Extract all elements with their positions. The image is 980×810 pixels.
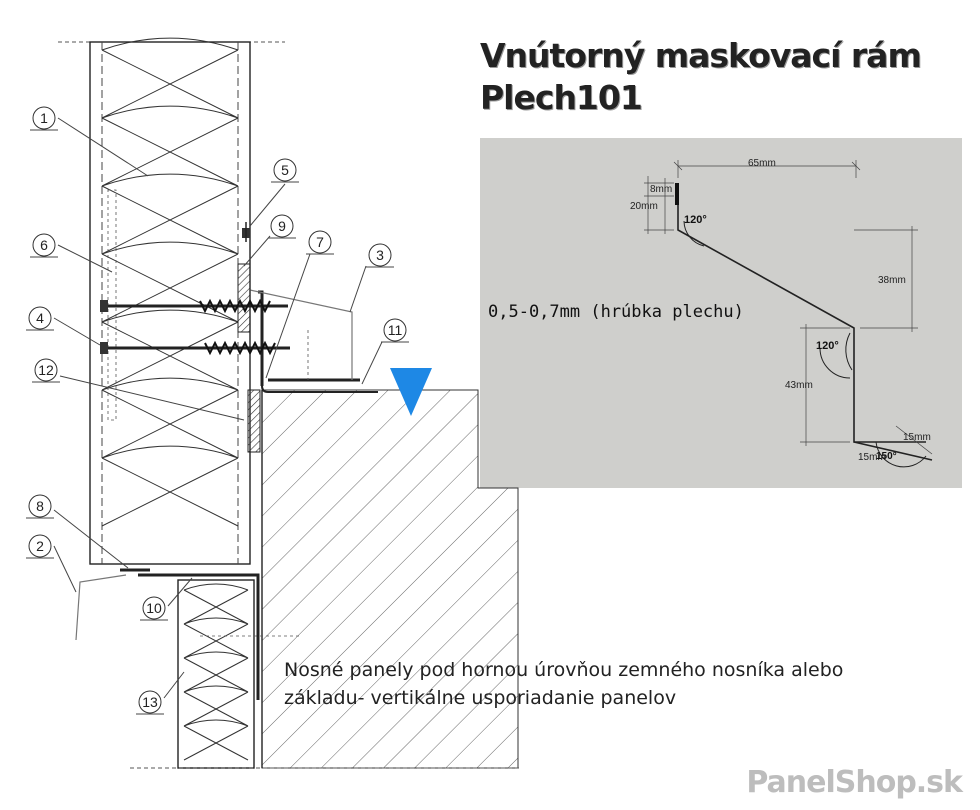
callout-circle-7	[308, 230, 332, 254]
callout-leader-1	[57, 117, 149, 177]
callout-leader-10	[167, 577, 193, 607]
dimension-8: 8mm	[650, 184, 673, 195]
caption: Nosné panely pod hornou úrovňou zemného …	[284, 656, 964, 712]
callout-label-11: 11	[388, 322, 403, 338]
callout-label-9: 9	[278, 218, 286, 234]
callout-label-6: 6	[40, 237, 48, 253]
page-title: Vnútorný maskovací rám	[480, 36, 922, 75]
gaskets	[237, 263, 261, 453]
callout-label-2: 2	[36, 538, 44, 554]
callout-leader-7	[265, 253, 311, 379]
placement-arrow-icon	[390, 368, 432, 416]
profile-detail-panel	[480, 138, 962, 488]
callout-circle-2	[28, 534, 52, 558]
callout-leader-13	[163, 671, 185, 699]
callout-leader-3	[349, 265, 367, 313]
callout-circle-11	[383, 318, 407, 342]
callout-circle-9	[270, 214, 294, 238]
angle-bottom: 150°	[876, 451, 897, 462]
callout-label-1: 1	[40, 110, 48, 126]
callout-circle-3	[368, 243, 392, 267]
callout-leader-8	[53, 509, 129, 569]
brand-logo: PanelShop.sk	[746, 765, 963, 800]
dimension-43: 43mm	[785, 380, 813, 391]
screws	[100, 222, 290, 356]
callout-circle-8	[28, 494, 52, 518]
callout-leader-9	[243, 235, 271, 267]
callout-circle-6	[32, 233, 56, 257]
callout-leader-2	[53, 545, 77, 593]
page-subtitle: Plech101	[480, 78, 643, 117]
flashings	[75, 289, 378, 700]
angle-middle: 120°	[816, 340, 839, 352]
callout-leaders	[53, 117, 383, 699]
callout-label-10: 10	[146, 600, 162, 616]
dimension-65: 65mm	[748, 158, 776, 169]
callout-label-5: 5	[281, 162, 289, 178]
callout-leader-11	[361, 341, 383, 385]
profile-drawing	[644, 160, 933, 468]
callout-leader-6	[57, 244, 113, 273]
concrete-foundation	[261, 389, 519, 769]
callout-leader-12	[59, 375, 245, 421]
callout-label-7: 7	[316, 234, 324, 250]
dimension-20: 20mm	[630, 201, 658, 212]
caption-line-2: základu- vertikálne usporiadanie panelov	[284, 687, 677, 709]
caption-line-1: Nosné panely pod hornou úrovňou zemného …	[284, 659, 844, 681]
callout-leader-5	[249, 183, 286, 227]
callout-label-4: 4	[36, 310, 44, 326]
callout-circle-1	[32, 106, 56, 130]
dimension-15-bottom: 15mm	[858, 452, 886, 463]
callout-label-12: 12	[38, 362, 54, 378]
callout-label-8: 8	[36, 498, 44, 514]
callout-circle-12	[34, 358, 58, 382]
dimension-38: 38mm	[878, 275, 906, 286]
thickness-note: 0,5-0,7mm (hrúbka plechu)	[488, 302, 744, 322]
angle-top: 120°	[684, 214, 707, 226]
dimension-15-right: 15mm	[903, 432, 931, 443]
callout-label-3: 3	[376, 247, 384, 263]
callout-leader-4	[53, 317, 101, 346]
callout-circle-4	[28, 306, 52, 330]
callout-circle-10	[142, 596, 166, 620]
callout-label-13: 13	[142, 694, 158, 710]
wall-panel	[58, 37, 285, 565]
callout-circle-13	[138, 690, 162, 714]
callout-circle-5	[273, 158, 297, 182]
